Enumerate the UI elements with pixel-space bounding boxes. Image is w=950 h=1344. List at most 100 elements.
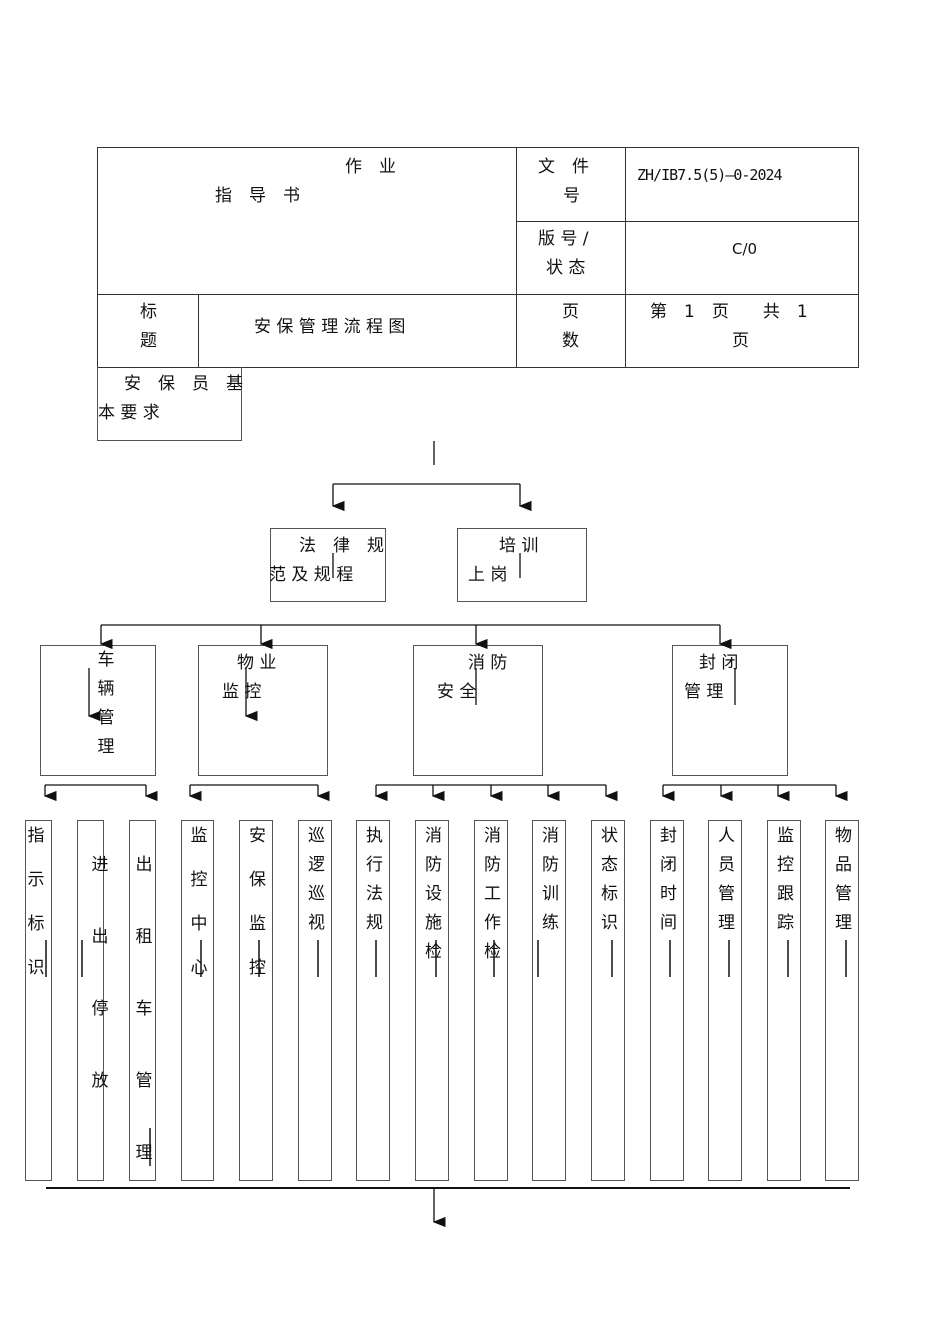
level2-box-vehicle: 车 辆 管 理 — [40, 645, 156, 776]
leaf-char: 执 — [366, 826, 383, 846]
leaf-char: 安 — [249, 826, 266, 846]
leaf-char: 管 — [835, 884, 852, 904]
leaf-char: 作 — [484, 913, 501, 933]
box-char: 辆 — [97, 679, 115, 699]
leaf-char: 施 — [425, 913, 442, 933]
leaf-box: 巡逻巡视 — [298, 820, 332, 1181]
leaf-char: 检 — [484, 942, 501, 962]
title-label: 标 — [140, 302, 157, 322]
leaf-box: 封闭时间 — [650, 820, 684, 1181]
leaf-box: 出租车管理 — [129, 820, 156, 1181]
leaf-char: 巡 — [308, 884, 325, 904]
leaf-char: 理 — [135, 1143, 153, 1163]
leaf-char: 放 — [91, 1071, 109, 1091]
box-text: 监 控 — [222, 682, 262, 702]
leaf-char: 监 — [249, 914, 266, 934]
doc-title: 安 保 管 理 流 程 图 — [254, 317, 406, 337]
leaf-box: 进出停放 — [77, 820, 109, 1181]
leaf-char: 租 — [135, 927, 153, 947]
leaf-char: 控 — [249, 958, 266, 978]
file-no-label: 文 件 — [538, 157, 589, 177]
version: C/0 — [732, 240, 758, 258]
leaf-box: 执行法规 — [356, 820, 390, 1181]
box-text: 培 训 — [499, 536, 539, 556]
leaf-char: 状 — [601, 826, 618, 846]
file-no-label-2: 号 — [563, 186, 580, 206]
leaf-char: 防 — [484, 855, 501, 875]
leaf-char: 管 — [718, 884, 735, 904]
leaf-char: 行 — [366, 855, 383, 875]
leaf-char: 态 — [601, 855, 618, 875]
doc-type-line1: 作 业 — [345, 157, 396, 177]
leaf-char: 控 — [190, 870, 208, 890]
leaf-char: 标 — [27, 914, 45, 934]
leaf-char: 检 — [425, 942, 442, 962]
leaf-box: 消防工作检 — [474, 820, 508, 1181]
leaf-char: 理 — [835, 913, 852, 933]
root-text: 安 保 员 基 — [124, 374, 243, 394]
leaf-box: 人员管理 — [708, 820, 742, 1181]
title-label-2: 题 — [140, 331, 157, 351]
leaf-char: 封 — [660, 826, 677, 846]
file-no: ZH/IB7.5(5)—0-2024 — [637, 166, 783, 184]
leaf-char: 出 — [91, 927, 109, 947]
box-text: 物 业 — [237, 653, 277, 673]
leaf-char: 消 — [425, 826, 442, 846]
leaf-char: 心 — [190, 958, 208, 978]
leaf-char: 消 — [484, 826, 501, 846]
leaf-char: 物 — [835, 826, 852, 846]
leaf-box: 状态标识 — [591, 820, 625, 1181]
leaf-char: 识 — [27, 958, 45, 978]
leaf-box: 物品管理 — [825, 820, 859, 1181]
leaf-char: 跟 — [777, 884, 794, 904]
leaf-char: 视 — [308, 913, 325, 933]
leaf-char: 闭 — [660, 855, 677, 875]
leaf-char: 间 — [660, 913, 677, 933]
root-box: 安 保 员 基 本 要 求 — [97, 367, 243, 441]
leaf-char: 中 — [190, 914, 208, 934]
leaf-char: 工 — [484, 884, 501, 904]
root-text-2: 本 要 求 — [98, 403, 160, 423]
box-char: 管 — [97, 708, 115, 728]
box-char: 车 — [97, 650, 115, 670]
leaf-char: 停 — [91, 999, 109, 1019]
level2-box-fire: 消 防 安 全 — [413, 645, 543, 776]
leaf-char: 示 — [27, 870, 45, 890]
box-text: 消 防 — [468, 653, 508, 673]
leaf-char: 标 — [601, 884, 618, 904]
version-label: 版 号 / — [538, 229, 589, 249]
leaf-char: 识 — [601, 913, 618, 933]
pages-value: 第 1 页 共 1 — [650, 302, 808, 322]
leaf-char: 管 — [135, 1071, 153, 1091]
box-text: 封 闭 — [699, 653, 739, 673]
leaf-box: 监控跟踪 — [767, 820, 801, 1181]
leaf-box: 消防训练 — [532, 820, 566, 1181]
pages-label-2: 数 — [562, 331, 579, 351]
box-text: 范 及 规 程 — [269, 565, 354, 585]
box-text: 管 理 — [684, 682, 724, 702]
leaf-char: 防 — [542, 855, 559, 875]
leaf-char: 员 — [718, 855, 735, 875]
box-text: 法 律 规 — [299, 536, 384, 556]
leaf-char: 品 — [835, 855, 852, 875]
leaf-char: 理 — [718, 913, 735, 933]
leaf-char: 规 — [366, 913, 383, 933]
leaf-char: 训 — [542, 884, 559, 904]
pages-value-2: 页 — [732, 331, 749, 351]
title-label-cell: 标 题 — [97, 294, 199, 368]
leaf-char: 防 — [425, 855, 442, 875]
leaf-char: 出 — [135, 855, 153, 875]
box-char: 理 — [97, 737, 115, 757]
level1-box-laws: 法 律 规 范 及 规 程 — [269, 528, 386, 602]
pages-cell: 第 1 页 共 1 页 — [625, 294, 859, 368]
leaf-char: 监 — [777, 826, 794, 846]
leaf-char: 逻 — [308, 855, 325, 875]
leaf-char: 巡 — [308, 826, 325, 846]
leaf-char: 保 — [249, 870, 266, 890]
leaf-char: 法 — [366, 884, 383, 904]
leaf-box: 安保监控 — [239, 820, 273, 1181]
box-text: 安 全 — [437, 682, 477, 702]
doc-type-line2: 指 导 书 — [215, 186, 300, 206]
leaf-char: 设 — [425, 884, 442, 904]
